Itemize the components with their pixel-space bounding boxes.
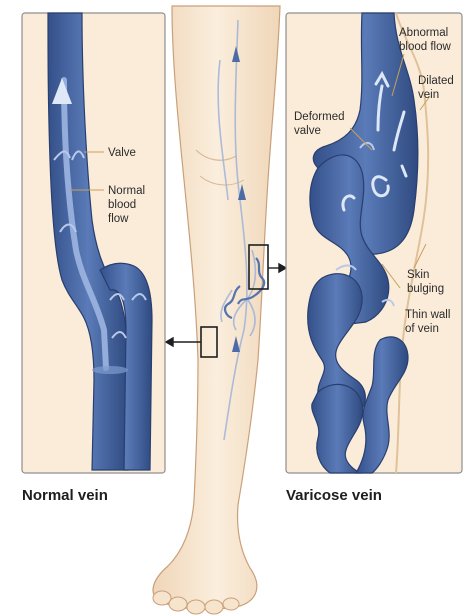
label-normal-flow-2: blood	[108, 199, 136, 211]
varicose-vein-panel: Abnormal blood flow Dilated vein Deforme…	[286, 13, 462, 473]
label-skin-bulging-2: bulging	[407, 283, 444, 295]
label-normal-flow-1: Normal	[108, 185, 145, 197]
label-deformed-valve-2: valve	[294, 125, 321, 137]
label-thin-wall-1: Thin wall	[405, 309, 450, 321]
label-valve: Valve	[108, 147, 136, 159]
normal-vein-crosssection	[92, 366, 128, 374]
label-normal-flow-3: flow	[108, 213, 129, 225]
normal-vein-panel: Valve Normal blood flow	[22, 13, 165, 473]
label-deformed-valve-1: Deformed	[294, 111, 345, 123]
label-skin-bulging-1: Skin	[407, 269, 429, 281]
label-dilated-2: vein	[418, 89, 439, 101]
caption-varicose-vein: Varicose vein	[286, 487, 382, 504]
leg-outline	[153, 6, 280, 609]
leg-illustration	[153, 6, 286, 614]
label-thin-wall-2: of vein	[405, 323, 439, 335]
caption-normal-vein: Normal vein	[22, 487, 108, 504]
label-abnormal-flow-2: blood flow	[399, 41, 451, 53]
label-abnormal-flow-1: Abnormal	[399, 27, 448, 39]
label-dilated-1: Dilated	[418, 75, 454, 87]
